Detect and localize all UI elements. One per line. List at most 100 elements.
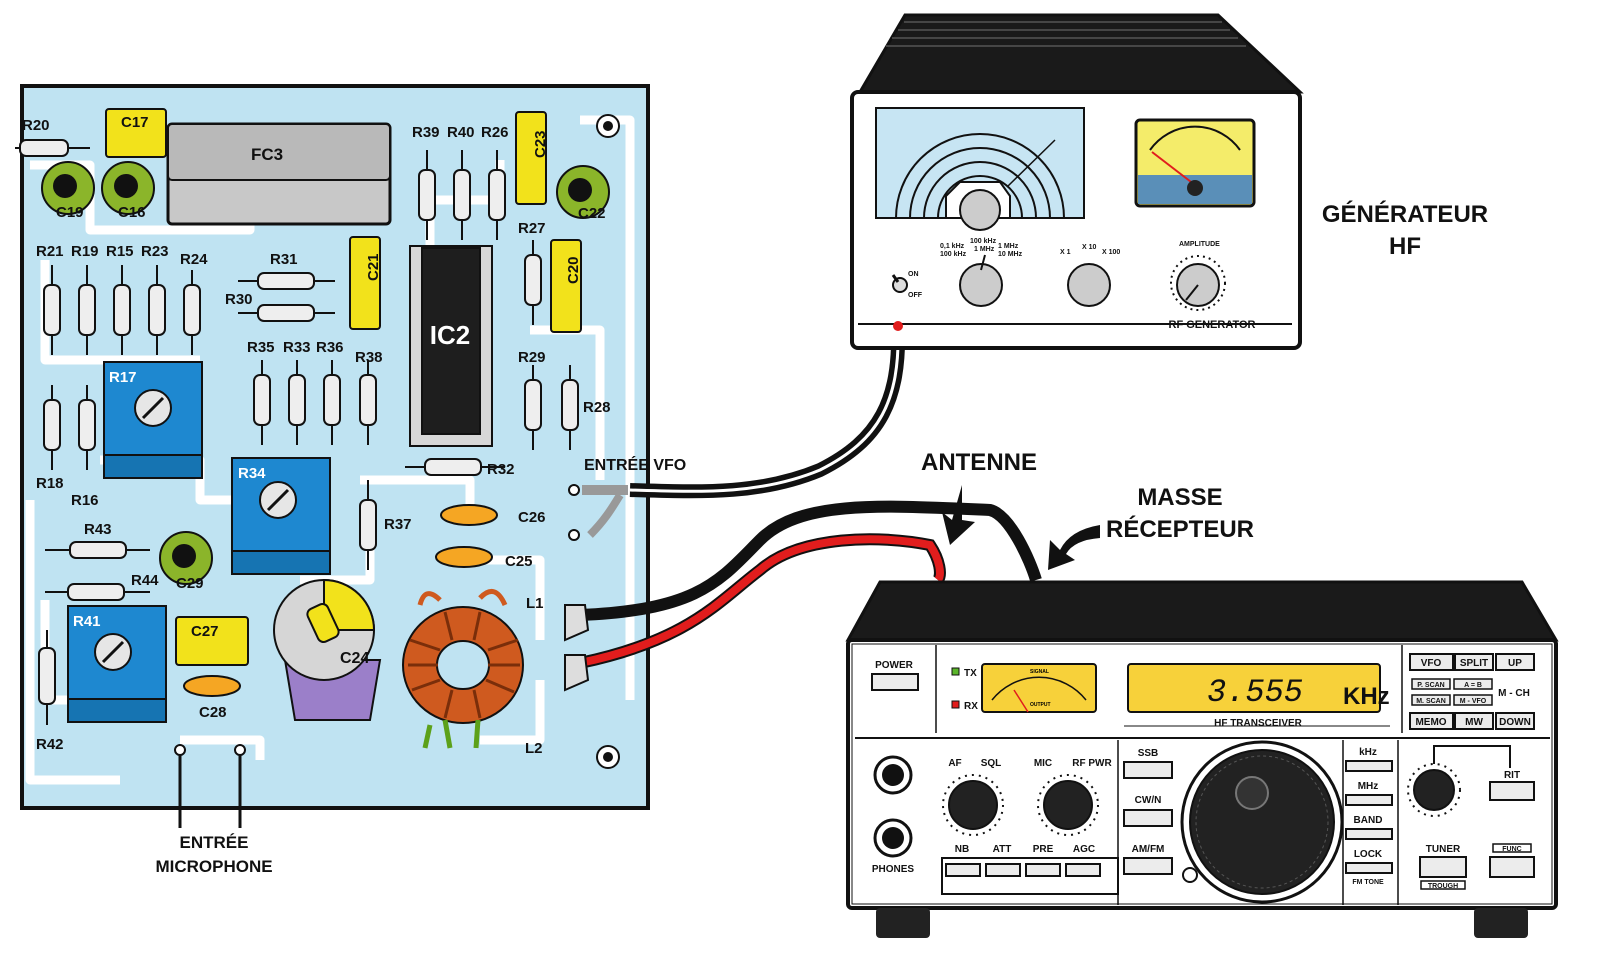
range3-b: 10 MHz <box>998 251 1023 258</box>
rf-generator: ON OFF 0,1 kHz 100 kHz 100 kHz 1 MHz 1 M… <box>850 13 1304 350</box>
meter-output-label: OUTPUT <box>1030 702 1051 708</box>
up-label: UP <box>1508 658 1522 669</box>
resistor-r44 <box>45 583 150 601</box>
up-button[interactable] <box>1495 653 1535 671</box>
lock-button-label: LOCK <box>1354 849 1383 860</box>
pscan-button[interactable] <box>1411 678 1451 690</box>
rit-label: RIT <box>1504 770 1520 781</box>
m-vfo-button[interactable] <box>1453 694 1493 706</box>
cwn-button[interactable] <box>1123 809 1173 827</box>
capacitor-c23 <box>515 111 547 205</box>
resistor-r40 <box>453 150 471 240</box>
ic2-chip: IC2 <box>409 245 493 447</box>
resistor-r28 <box>561 365 579 450</box>
agc-button[interactable] <box>1065 863 1101 877</box>
mw-button[interactable] <box>1454 712 1494 730</box>
label-r24: R24 <box>180 251 208 268</box>
label-r27: R27 <box>518 220 546 237</box>
khz-button[interactable] <box>1345 760 1393 772</box>
func-label: FUNC <box>1502 846 1521 853</box>
ic2-label: IC2 <box>430 320 470 350</box>
label-r19: R19 <box>71 243 99 260</box>
a-equals-b-button[interactable] <box>1453 678 1493 690</box>
label-r40: R40 <box>447 124 475 141</box>
split-label: SPLIT <box>1460 658 1488 669</box>
band-button[interactable] <box>1345 828 1393 840</box>
split-button[interactable] <box>1454 653 1494 671</box>
resistor-r23 <box>148 265 166 355</box>
label-c17: C17 <box>121 114 149 131</box>
gen-off-label: OFF <box>908 292 923 299</box>
nb-label: NB <box>955 844 969 855</box>
resistor-r15 <box>113 265 131 355</box>
af-label: AF <box>948 758 961 769</box>
frequency-unit: KHz <box>1343 683 1390 710</box>
a-equals-b-label: A = B <box>1464 682 1482 689</box>
func-button[interactable] <box>1489 856 1535 878</box>
tuner-button[interactable] <box>1419 856 1467 878</box>
capacitor-c17 <box>105 108 167 158</box>
label-r39: R39 <box>412 124 440 141</box>
label-r33: R33 <box>283 339 311 356</box>
vfo-label: VFO <box>1421 658 1442 669</box>
filter-fc3: FC3 <box>166 122 392 226</box>
resistor-r37 <box>359 480 377 570</box>
resistor-r39 <box>418 150 436 240</box>
generator-title-1: GÉNÉRATEUR <box>1322 200 1488 228</box>
label-r35: R35 <box>247 339 275 356</box>
resistor-r20 <box>15 139 90 157</box>
amfm-label: AM/FM <box>1132 844 1165 855</box>
hf-transceiver: POWER TX RX SIGNAL OUTPUT 3.555 KHz HF T… <box>845 580 1559 938</box>
frequency-display: 3.555 <box>1207 674 1303 711</box>
c24-label: C24 <box>340 650 369 667</box>
electrolytic-c16 <box>101 161 155 215</box>
nb-button[interactable] <box>945 863 981 877</box>
label-c19: C19 <box>56 204 84 221</box>
pre-label: PRE <box>1033 844 1054 855</box>
resistor-r42 <box>38 630 56 725</box>
label-r18: R18 <box>36 475 64 492</box>
resistor-r26 <box>488 150 506 240</box>
amfm-button[interactable] <box>1123 857 1173 875</box>
rit-button[interactable] <box>1489 781 1535 801</box>
vfo-button[interactable] <box>1409 653 1454 671</box>
mscan-button[interactable] <box>1411 694 1451 706</box>
label-r32: R32 <box>487 461 515 478</box>
label-r31: R31 <box>270 251 298 268</box>
toroid-coil <box>402 588 524 749</box>
electrolytic-group <box>41 161 610 585</box>
label-c26: C26 <box>518 509 546 526</box>
label-r17: R17 <box>109 369 137 386</box>
electrolytic-c29 <box>159 531 213 585</box>
pcb-labels: R20 R21 R19 R15 R23 R24 R31 R30 R39 R40 … <box>22 114 686 757</box>
down-button[interactable] <box>1495 712 1535 730</box>
ceramic-group <box>183 504 498 697</box>
phones-label: PHONES <box>872 864 915 875</box>
mic-input-label-1: ENTRÉE <box>180 833 249 852</box>
cables <box>578 327 1042 669</box>
power-button[interactable] <box>871 673 919 691</box>
label-r20: R20 <box>22 117 50 134</box>
mhz-button-label: MHz <box>1358 781 1379 792</box>
lock-button[interactable] <box>1345 862 1393 874</box>
memo-label: MEMO <box>1415 717 1446 728</box>
memo-button[interactable] <box>1409 712 1454 730</box>
pre-button[interactable] <box>1025 863 1061 877</box>
resistor-r16 <box>78 385 96 470</box>
label-r23: R23 <box>141 243 169 260</box>
ssb-button[interactable] <box>1123 761 1173 779</box>
generator-title-2: HF <box>1389 233 1421 260</box>
resistor-r35 <box>253 360 271 445</box>
label-r37: R37 <box>384 516 412 533</box>
label-r44: R44 <box>131 572 159 589</box>
label-r42: R42 <box>36 736 64 753</box>
tuner-label: TUNER <box>1426 844 1461 855</box>
resistor-group <box>15 139 579 725</box>
fc3-label: FC3 <box>251 145 283 164</box>
sql-label: SQL <box>981 758 1002 769</box>
label-r30: R30 <box>225 291 253 308</box>
att-button[interactable] <box>985 863 1021 877</box>
resistor-r36 <box>323 360 341 445</box>
mhz-button[interactable] <box>1345 794 1393 806</box>
